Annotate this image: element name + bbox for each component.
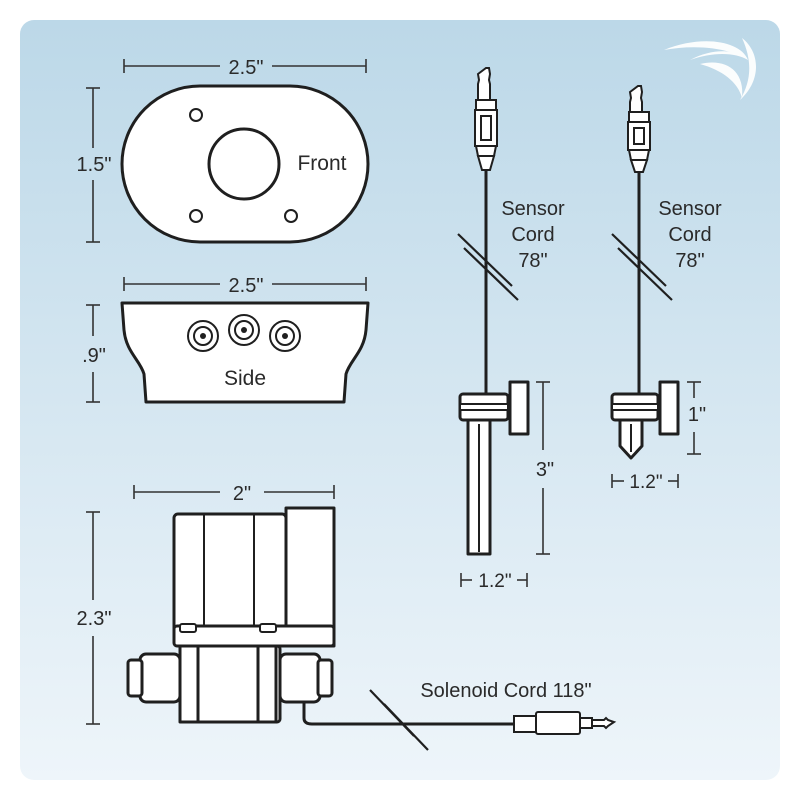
sensor-long-width-label: 1.2"	[478, 571, 511, 592]
wing-swoosh-logo	[664, 38, 756, 100]
sensor-long: Sensor Cord 78" 3" 1.2"	[457, 67, 565, 592]
solenoid-cord	[302, 702, 514, 726]
sensor-short-width-label: 1.2"	[629, 472, 662, 493]
front-width-label: 2.5"	[229, 57, 264, 79]
sensor-short-cord-label-line3: 78"	[675, 250, 704, 272]
front-view: 2.5" 1.5" Front	[77, 57, 370, 244]
sensor-long-cord-label-line2: Cord	[511, 224, 554, 246]
side-width-label: 2.5"	[229, 275, 264, 297]
audio-plug	[628, 85, 644, 113]
solenoid-coil	[172, 512, 288, 638]
solenoid-width-label: 2"	[233, 483, 251, 505]
sensor-short-cord-label-line1: Sensor	[658, 198, 722, 220]
sensor-long-cord-label-line3: 78"	[518, 250, 547, 272]
audio-plug	[513, 711, 617, 735]
screw-hole	[189, 209, 203, 223]
front-center-hole	[207, 127, 281, 201]
connector-jack	[269, 320, 301, 352]
solenoid-valve: 2" 2.3" Solenoid Co	[77, 483, 617, 751]
screw-hole	[189, 108, 203, 122]
audio-plug	[476, 67, 492, 101]
sensor-clip	[508, 380, 530, 436]
solenoid-cord-label: Solenoid Cord 118"	[420, 680, 591, 702]
sensor-short: Sensor Cord 78" 1" 1.2"	[610, 85, 722, 493]
sensor-long-height-label: 3"	[536, 459, 554, 481]
sensor-short-height-label: 1"	[688, 404, 706, 426]
screw-hole	[284, 209, 298, 223]
sensor-clip	[658, 380, 680, 436]
side-height-label: .9"	[82, 345, 106, 367]
side-label: Side	[224, 367, 266, 390]
pipe-fitting-right	[278, 652, 322, 704]
connector-jack	[187, 320, 219, 352]
front-height-label: 1.5"	[77, 154, 112, 176]
sensor-short-cord-label-line2: Cord	[668, 224, 711, 246]
side-view: 2.5" .9" Side	[82, 275, 370, 404]
side-body	[120, 301, 370, 404]
front-label: Front	[297, 152, 346, 175]
sensor-long-cord-label-line1: Sensor	[501, 198, 565, 220]
connector-jack	[228, 314, 260, 346]
pipe-fitting-left	[138, 652, 182, 704]
solenoid-height-label: 2.3"	[77, 608, 112, 630]
